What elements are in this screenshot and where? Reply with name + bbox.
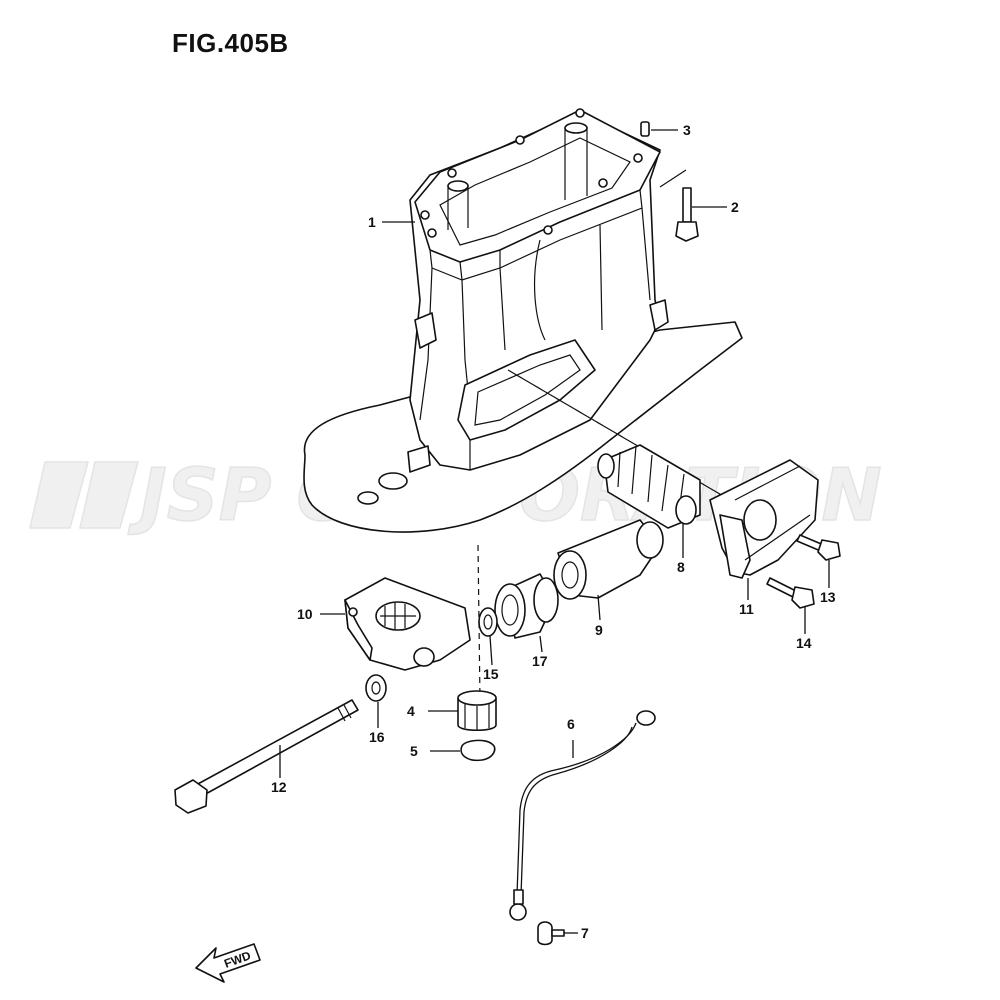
callout-12: 12 — [271, 779, 287, 795]
plate-hole — [357, 491, 379, 505]
part-5-circlip — [460, 739, 496, 762]
part-7-screw — [537, 921, 565, 946]
fwd-direction-arrow: FWD — [195, 943, 261, 983]
part-9-sleeve — [553, 519, 664, 600]
callout-14: 14 — [796, 635, 812, 651]
callout-1: 1 — [368, 214, 376, 230]
watermark-logo-icon-2 — [79, 461, 139, 529]
callout-15: 15 — [483, 666, 499, 682]
flange-inner-rim — [439, 137, 631, 246]
callout-3: 3 — [683, 122, 691, 138]
part-6-ground-wire — [509, 710, 656, 921]
callout-8: 8 — [677, 559, 685, 575]
callout-16: 16 — [369, 729, 385, 745]
part-17-seal — [494, 573, 559, 639]
part-13-bolt — [796, 534, 841, 561]
figure-title: FIG.405B — [172, 28, 289, 58]
part-15-washer — [478, 607, 498, 637]
plate-boss — [378, 472, 408, 490]
part-4-nut — [457, 690, 497, 732]
leader-lines — [279, 129, 830, 934]
watermark-logo-icon — [29, 461, 89, 529]
callout-5: 5 — [410, 743, 418, 759]
callout-13: 13 — [820, 589, 836, 605]
part-8-spring-holder — [597, 444, 701, 529]
part-14-bolt — [766, 577, 815, 609]
callout-9: 9 — [595, 622, 603, 638]
part-11-pump-case — [709, 459, 819, 579]
callout-17: 17 — [532, 653, 548, 669]
part-3-dowel-pin — [640, 121, 650, 137]
callout-10: 10 — [297, 606, 313, 622]
callout-7: 7 — [581, 925, 589, 941]
part-10-clamp — [344, 577, 471, 671]
part-2-bolt — [659, 169, 699, 242]
callout-2: 2 — [731, 199, 739, 215]
callout-4: 4 — [407, 703, 415, 719]
fwd-arrow-icon — [195, 943, 261, 983]
callout-11: 11 — [739, 601, 754, 617]
callout-numbers: 1 2 3 4 5 6 7 8 9 10 11 12 13 14 15 16 1… — [271, 122, 836, 941]
callout-6: 6 — [567, 716, 575, 732]
part-12-long-bolt — [174, 699, 359, 814]
part-16-washer — [365, 674, 387, 702]
part-1-driveshaft-housing — [303, 108, 743, 533]
